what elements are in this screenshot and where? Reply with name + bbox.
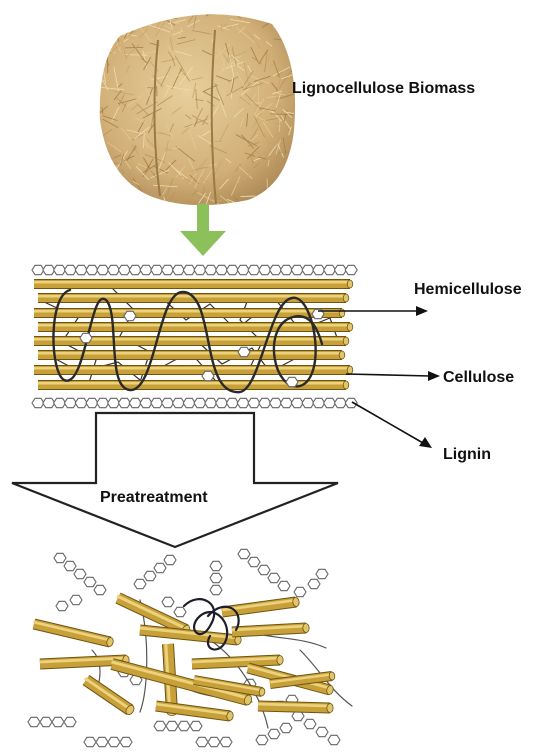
lignin-label: Lignin <box>443 446 491 463</box>
scattered-lignin-hexagon <box>166 721 178 730</box>
scattered-lignin-hexagon <box>210 585 222 594</box>
scattered-lignin-hexagon <box>84 577 96 586</box>
lignin-chain-bottom <box>32 398 357 407</box>
scattered-lignin-hexagon <box>210 561 222 570</box>
scattered-lignin-hexagon <box>248 557 260 566</box>
lignin-chain-top <box>32 265 357 274</box>
scattered-lignin-hexagon <box>258 565 270 574</box>
scattered-lignin-hexagon <box>208 737 220 746</box>
lignin-hexagon-inner <box>80 333 92 342</box>
scattered-lignin-hexagon <box>304 719 316 728</box>
scattered-lignin-hexagon <box>56 601 68 610</box>
scattered-lignin-hexagon <box>70 595 82 604</box>
scattered-lignin-hexagon <box>256 735 268 744</box>
scattered-lignin-hexagon <box>94 585 106 594</box>
scattered-lignin-hexagon <box>268 573 280 582</box>
scattered-lignin-hexagon <box>196 737 208 746</box>
pretreated-lignin-hexagons <box>28 549 340 746</box>
scattered-lignin-hexagon <box>178 721 190 730</box>
scattered-lignin-hexagon <box>84 737 96 746</box>
green-down-arrow-icon <box>180 204 226 256</box>
lignin-hexagon-inner <box>202 371 214 380</box>
lignin-hexagon-inner <box>286 377 298 386</box>
scattered-lignin-hexagon <box>74 569 86 578</box>
scattered-lignin-hexagon <box>316 727 328 736</box>
scattered-lignin-hexagon <box>174 607 186 616</box>
lignin-hexagon-bottom <box>345 398 357 407</box>
scattered-lignin-hexagon <box>294 587 306 596</box>
pretreatment-label: Preatreatment <box>100 489 208 506</box>
scattered-lignin-hexagon <box>268 729 280 738</box>
scattered-lignin-hexagon <box>154 721 166 730</box>
scattered-lignin-hexagon <box>134 579 146 588</box>
scattered-lignin-hexagon <box>162 597 174 606</box>
scattered-lignin-hexagon <box>108 737 120 746</box>
scattered-lignin-hexagon <box>220 737 232 746</box>
scattered-lignin-hexagon <box>54 553 66 562</box>
scattered-lignin-hexagon <box>154 563 166 572</box>
scattered-lignin-hexagon <box>96 737 108 746</box>
scattered-lignin-hexagon <box>144 571 156 580</box>
scattered-lignin-hexagon <box>64 561 76 570</box>
scattered-lignin-hexagon <box>280 723 292 732</box>
pretreatment-arrow-icon <box>12 413 338 547</box>
scattered-lignin-hexagon <box>164 555 176 564</box>
lignin-hexagon-inner <box>238 347 250 356</box>
lignin-hexagon-top <box>345 265 357 274</box>
biomass-bale-image <box>91 0 321 229</box>
scattered-lignin-hexagon <box>40 717 52 726</box>
scattered-lignin-hexagon <box>316 569 328 578</box>
lignin-hexagon-inner <box>124 311 136 320</box>
scattered-lignin-hexagon <box>190 721 202 730</box>
scattered-lignin-hexagon <box>120 737 132 746</box>
scattered-lignin-hexagon <box>308 579 320 588</box>
hemicellulose-link <box>240 294 262 372</box>
biomass-label: Lignocellulose Biomass <box>292 80 475 97</box>
hemicellulose-label: Hemicellulose <box>414 281 522 298</box>
scattered-lignin-hexagon <box>28 717 40 726</box>
scattered-lignin-hexagon <box>238 549 250 558</box>
scattered-lignin-hexagon <box>64 717 76 726</box>
scattered-lignin-hexagon <box>328 735 340 744</box>
scattered-lignin-hexagon <box>278 581 290 590</box>
scattered-lignin-hexagon <box>52 717 64 726</box>
scattered-lignin-hexagon <box>210 573 222 582</box>
cellulose-label: Cellulose <box>443 369 514 386</box>
